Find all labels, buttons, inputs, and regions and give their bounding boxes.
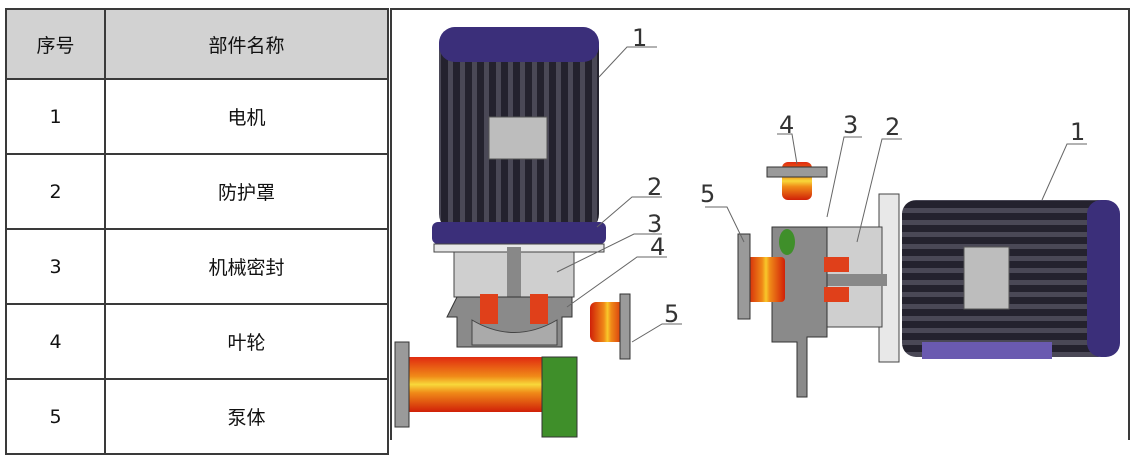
row-part-name: 防护罩 (104, 153, 389, 230)
row-part-name: 泵体 (104, 378, 389, 455)
vertical-label-5: 5 (664, 300, 679, 328)
row-number: 3 (5, 228, 106, 305)
row-number: 5 (5, 378, 106, 455)
vertical-motor-cap (439, 27, 599, 62)
pump-diagram-panel: 1 2 3 4 5 1 2 3 4 5 (390, 8, 1130, 440)
row-part-name: 机械密封 (104, 228, 389, 305)
row-part-name: 叶轮 (104, 303, 389, 380)
row-number: 1 (5, 78, 106, 155)
table-header-row: 序号 部件名称 (5, 8, 389, 80)
row-number: 4 (5, 303, 106, 380)
horizontal-pump: 1 2 3 4 5 (700, 111, 1120, 398)
horizontal-label-5: 5 (700, 180, 715, 208)
vertical-pump: 1 2 3 4 5 (394, 24, 682, 438)
vertical-label-3: 3 (647, 210, 662, 238)
vertical-label-1: 1 (632, 24, 647, 52)
vertical-inlet-pipe (402, 357, 542, 412)
pump-diagram: 1 2 3 4 5 1 2 3 4 5 (394, 24, 1120, 438)
horizontal-motor-cap (1087, 200, 1120, 357)
row-part-name: 电机 (104, 78, 389, 155)
vertical-volute-chamber (541, 356, 578, 438)
header-number: 序号 (5, 8, 106, 80)
horizontal-casing (771, 226, 828, 398)
header-part-name: 部件名称 (104, 8, 389, 80)
horizontal-label-1: 1 (1070, 118, 1085, 146)
vertical-label-4: 4 (650, 233, 665, 261)
horizontal-inlet (747, 257, 785, 302)
vertical-outlet (590, 302, 625, 342)
nameplate (488, 116, 548, 160)
horizontal-label-3: 3 (843, 111, 858, 139)
nameplate (963, 246, 1010, 310)
horizontal-label-2: 2 (885, 113, 900, 141)
vertical-label-2: 2 (647, 173, 662, 201)
horizontal-label-4: 4 (779, 111, 794, 139)
row-number: 2 (5, 153, 106, 230)
